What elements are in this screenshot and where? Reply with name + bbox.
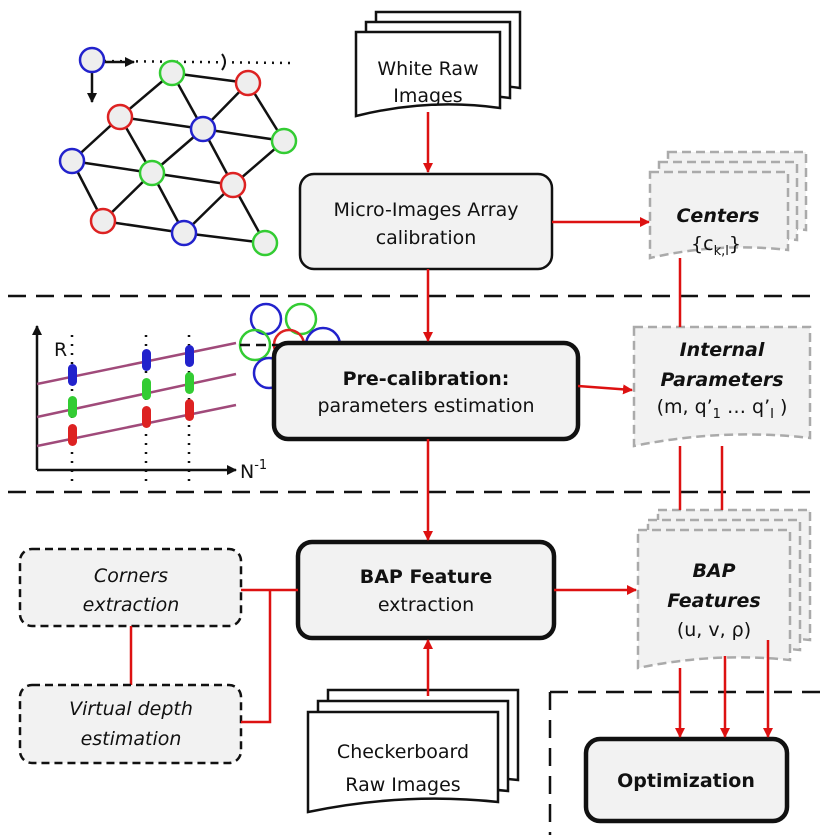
centers-title: Centers <box>676 205 759 227</box>
lens-node-red <box>89 207 117 235</box>
centers-output-stack: Centers {ck,l} <box>648 150 808 260</box>
bap-feature-subtitle: extraction <box>378 594 474 616</box>
internal-parameters-output: Internal Parameters (m, q’1 … q’I ) <box>632 325 812 448</box>
bap-features-title2: Features <box>667 590 760 612</box>
white-raw-images-line2: Images <box>393 85 462 107</box>
plot-point-green <box>68 396 77 418</box>
plot-point-blue <box>68 364 77 386</box>
white-raw-images-line1: White Raw <box>377 58 478 80</box>
internal-parameters-title1: Internal <box>680 339 765 361</box>
lens-node-green <box>270 127 298 155</box>
bap-feature-title: BAP Feature <box>360 566 493 588</box>
flow-arrows <box>241 112 773 738</box>
plot-point-green <box>142 378 151 400</box>
bap-features-output-stack: BAP Features (u, v, ρ) <box>636 508 812 670</box>
corners-extraction-box: Corners extraction <box>18 547 243 628</box>
plot-point-blue <box>142 349 151 371</box>
corners-extraction-line1: Corners <box>94 565 168 587</box>
plot-y-axis-label: R <box>54 339 67 361</box>
checkerboard-raw-images-stack: Checkerboard Raw Images <box>306 688 520 814</box>
internal-parameters-title2: Parameters <box>660 369 783 391</box>
plot-point-red <box>185 399 194 421</box>
precalibration-title: Pre-calibration: <box>343 368 510 390</box>
plot-x-axis-label: N-1 <box>240 458 267 483</box>
lens-node-green <box>138 159 166 187</box>
arrow-precal-to-internal <box>577 384 633 395</box>
section-separators <box>8 294 820 835</box>
lens-node-blue <box>58 147 86 175</box>
checkerboard-line2: Raw Images <box>345 774 460 796</box>
optimization-label: Optimization <box>617 770 755 792</box>
virtual-depth-line2: estimation <box>81 728 182 750</box>
lens-node-red <box>219 171 247 199</box>
lens-node-green <box>158 59 186 87</box>
bap-features-title1: BAP <box>692 560 735 582</box>
lens-node-red <box>234 69 262 97</box>
microlens-lattice-illustration <box>58 46 298 257</box>
checkerboard-line1: Checkerboard <box>337 741 469 763</box>
mia-calibration-line2: calibration <box>376 227 477 249</box>
internal-parameters-formula: (m, q’1 … q’I ) <box>657 396 788 422</box>
precalibration-box: Pre-calibration: parameters estimation <box>271 340 581 442</box>
virtual-depth-line1: Virtual depth <box>69 698 193 720</box>
connector-virtual-depth <box>241 590 272 724</box>
precalibration-subtitle: parameters estimation <box>317 395 534 417</box>
bap-feature-extraction-box: BAP Feature extraction <box>295 539 557 641</box>
bap-features-formula: (u, v, ρ) <box>677 619 751 641</box>
centers-formula: {ck,l} <box>691 233 741 259</box>
plot-point-red <box>68 424 77 446</box>
lens-node-green <box>251 229 279 257</box>
plot-point-blue <box>185 345 194 367</box>
white-raw-images-stack: White Raw Images <box>354 10 522 118</box>
lens-node-blue <box>189 115 217 143</box>
optimization-box: Optimization <box>583 736 790 824</box>
virtual-depth-estimation-box: Virtual depth estimation <box>18 683 243 765</box>
r-vs-inverse-n-plot: R N-1 <box>32 325 267 486</box>
lens-node-blue <box>78 46 106 74</box>
plot-point-red <box>142 406 151 428</box>
corners-extraction-line2: extraction <box>83 594 180 616</box>
mia-calibration-box: Micro-Images Array calibration <box>298 172 554 271</box>
plot-point-green <box>185 372 194 394</box>
lens-node-red <box>106 103 134 131</box>
lens-node-blue <box>170 219 198 247</box>
mia-calibration-line1: Micro-Images Array <box>334 199 519 221</box>
